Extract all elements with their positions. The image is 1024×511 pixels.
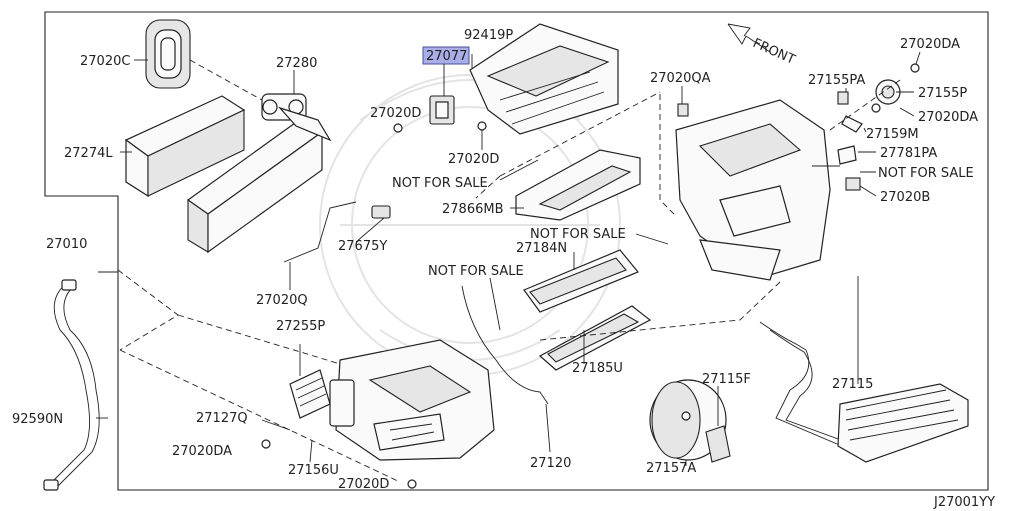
label-27157a: 27157A (646, 461, 696, 476)
part-27184n-door (523, 249, 639, 313)
part-27020b-clip (845, 177, 861, 191)
part-27155pa-clip (837, 91, 849, 105)
part-27077-resistor (429, 95, 455, 125)
part-27185u-door (538, 305, 652, 371)
part-27115f-bracket (705, 425, 731, 463)
label-27184n: 27184N (516, 241, 567, 256)
label-27020qa: 27020QA (650, 71, 711, 86)
label-27781pa: 27781PA (880, 146, 937, 161)
part-27866mb-duct (515, 149, 641, 221)
part-27159m-lever (841, 115, 863, 133)
label-27020da: 27020DA (900, 37, 960, 52)
label-27020b: 27020B (880, 190, 930, 205)
part-27255p-grille (289, 369, 331, 419)
part-hvac-case (675, 99, 831, 281)
label-27020da: 27020DA (918, 110, 978, 125)
label-27156u: 27156U (288, 463, 339, 478)
part-27020c-seal (145, 19, 191, 89)
screw-icon (393, 123, 403, 133)
front-label: FRONT (750, 36, 797, 68)
label-27020d: 27020D (370, 106, 421, 121)
label-27274l: 27274L (64, 146, 113, 161)
label-27020da: 27020DA (172, 444, 232, 459)
part-27077-highlight (422, 46, 470, 65)
label-27077: 27077 (426, 49, 467, 64)
label-27010: 27010 (46, 237, 87, 252)
label-not-for-sale: NOT FOR SALE (428, 264, 524, 279)
part-27157a-blower-motor (649, 379, 727, 461)
part-evaporator-core (186, 106, 332, 254)
label-27020d: 27020D (448, 152, 499, 167)
label-not-for-sale: NOT FOR SALE (392, 176, 488, 191)
screw-icon (407, 479, 417, 489)
label-27127q: 27127Q (196, 411, 248, 426)
front-arrow-icon: FRONT (727, 23, 797, 68)
part-heater-unit (329, 339, 495, 461)
label-27020q: 27020Q (256, 293, 308, 308)
label-27115f: 27115F (702, 372, 751, 387)
part-27274l-filter (124, 95, 246, 198)
screw-icon (910, 63, 920, 73)
screw-icon (477, 121, 487, 131)
main-frame (44, 11, 989, 491)
screw-icon (871, 103, 881, 113)
diagram-code: J27001YY (933, 495, 995, 510)
part-27675y-sensor (283, 201, 391, 263)
label-27155pa: 27155PA (808, 73, 865, 88)
label-27115: 27115 (832, 377, 873, 392)
label-92590n: 92590N (12, 412, 63, 427)
part-27781pa-lever (837, 145, 857, 165)
part-92419p-blower-case (469, 23, 619, 135)
label-not-for-sale: NOT FOR SALE (530, 227, 626, 242)
label-27120: 27120 (530, 456, 571, 471)
label-92419p: 92419P (464, 28, 513, 43)
label-27675y: 27675Y (338, 239, 387, 254)
label-27866mb: 27866MB (442, 202, 504, 217)
label-27155p: 27155P (918, 86, 967, 101)
part-27020qa-clip (677, 103, 689, 117)
part-27155p-motor (875, 79, 901, 105)
label-27159m: 27159M (866, 127, 919, 142)
watermark-emblem (319, 74, 621, 376)
screw-icon (261, 439, 271, 449)
part-92590n-hose (43, 279, 100, 491)
label-not-for-sale: NOT FOR SALE (878, 166, 974, 181)
label-27020c: 27020C (80, 54, 130, 69)
label-27280: 27280 (276, 56, 317, 71)
label-27020d: 27020D (338, 477, 389, 492)
label-27185u: 27185U (572, 361, 623, 376)
part-27120-rod (461, 285, 549, 405)
part-27115-heater-core (759, 321, 969, 463)
label-27255p: 27255P (276, 319, 325, 334)
